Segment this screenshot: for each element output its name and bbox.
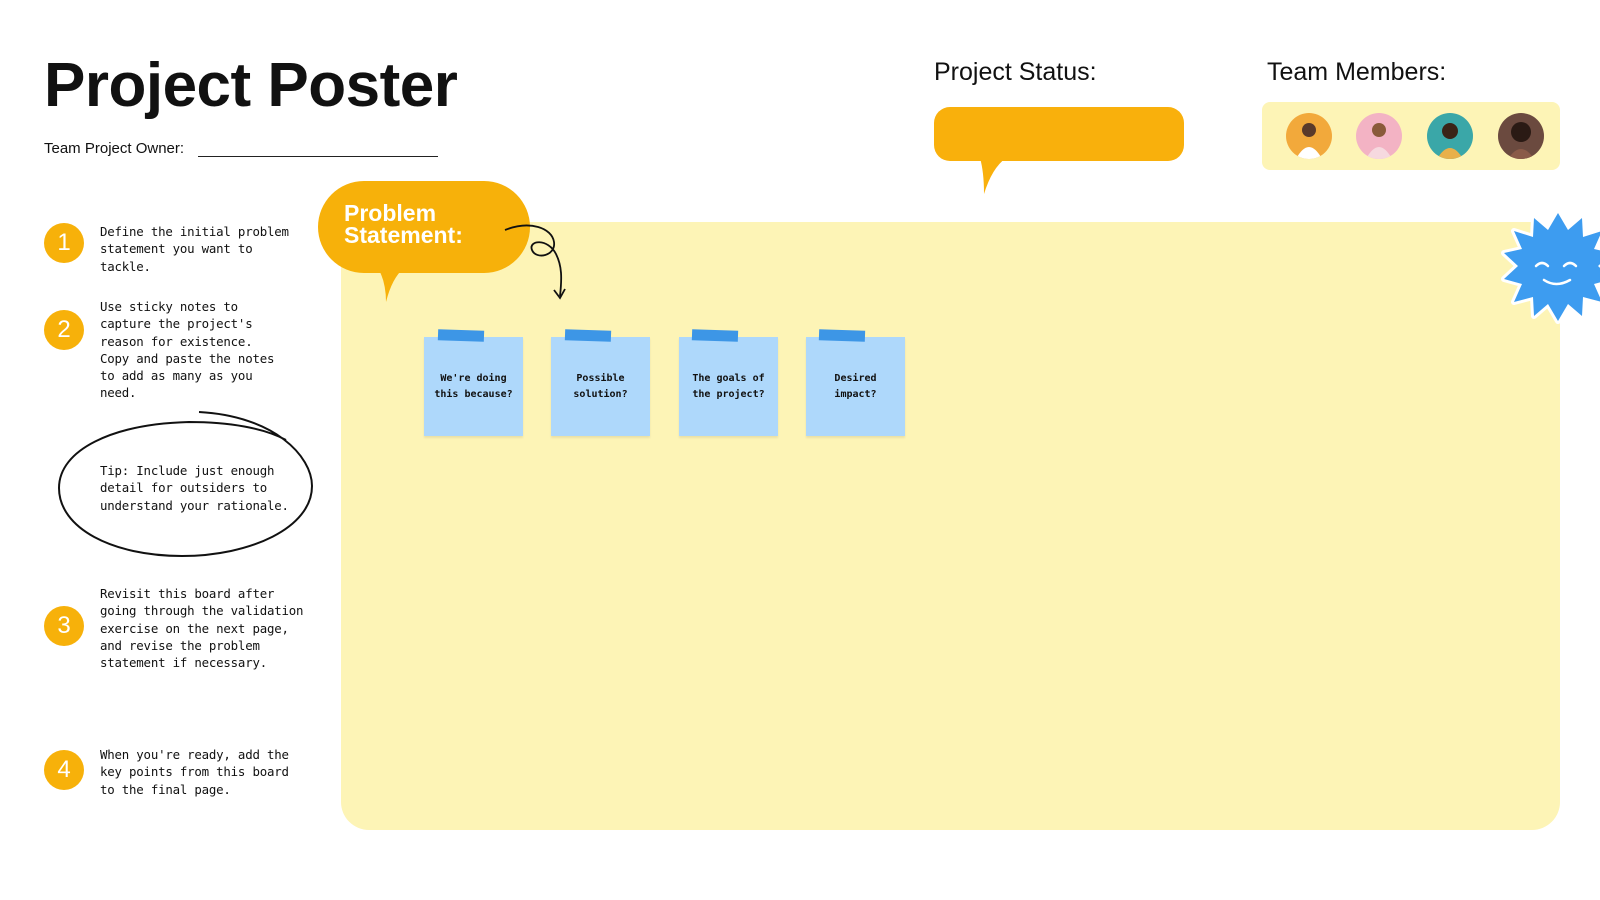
- sticky-note-text: The goals of the project?: [692, 372, 765, 400]
- project-owner-input-line[interactable]: [198, 142, 439, 157]
- step-2-badge: 2: [44, 310, 84, 350]
- step-1-text: Define the initial problem statement you…: [100, 224, 289, 274]
- step-1-badge: 1: [44, 223, 84, 263]
- project-owner-field: Team Project Owner:: [44, 140, 439, 157]
- tip-ellipse-outline: [57, 411, 314, 558]
- avatar-person-1[interactable]: [1286, 113, 1332, 159]
- step-3-badge: 3: [44, 606, 84, 646]
- sticky-note-goals[interactable]: The goals of the project?: [679, 337, 778, 436]
- curly-arrow-icon: [504, 224, 566, 300]
- page-title: Project Poster: [44, 51, 458, 120]
- step-2-text: Use sticky notes to capture the project'…: [100, 299, 275, 401]
- project-owner-label: Team Project Owner:: [44, 140, 185, 157]
- step-4-badge: 4: [44, 750, 84, 790]
- problem-statement-bubble: [318, 181, 530, 273]
- project-status-title: Project Status:: [934, 58, 1097, 86]
- tape-strip: [564, 329, 612, 342]
- sticky-note-reason[interactable]: We're doing this because?: [424, 337, 523, 436]
- problem-statement-board[interactable]: [341, 222, 1560, 830]
- sticky-note-solution[interactable]: Possible solution?: [551, 337, 650, 436]
- sticky-note-text: We're doing this because?: [434, 372, 513, 400]
- avatar-person-4[interactable]: [1498, 113, 1544, 159]
- smiling-sun-icon: [1501, 210, 1600, 324]
- problem-statement-label: Problem Statement:: [344, 200, 463, 248]
- project-status-bubble[interactable]: [934, 107, 1184, 161]
- problem-statement-bubble-tail: [378, 268, 404, 302]
- step-3-text: Revisit this board after going through t…: [100, 586, 304, 671]
- tape-strip: [437, 329, 485, 342]
- avatar-person-2[interactable]: [1356, 113, 1402, 159]
- tip-text: Tip: Include just enough detail for outs…: [100, 463, 289, 513]
- tape-strip: [691, 329, 739, 342]
- tape-strip: [818, 329, 866, 342]
- step-4-text: When you're ready, add the key points fr…: [100, 747, 289, 797]
- sticky-note-impact[interactable]: Desired impact?: [806, 337, 905, 436]
- avatar-person-3[interactable]: [1427, 113, 1473, 159]
- team-members-title: Team Members:: [1267, 58, 1447, 86]
- sticky-note-text: Possible solution?: [573, 372, 628, 400]
- sticky-note-text: Desired impact?: [834, 372, 877, 400]
- project-status-bubble-tail: [980, 158, 1006, 194]
